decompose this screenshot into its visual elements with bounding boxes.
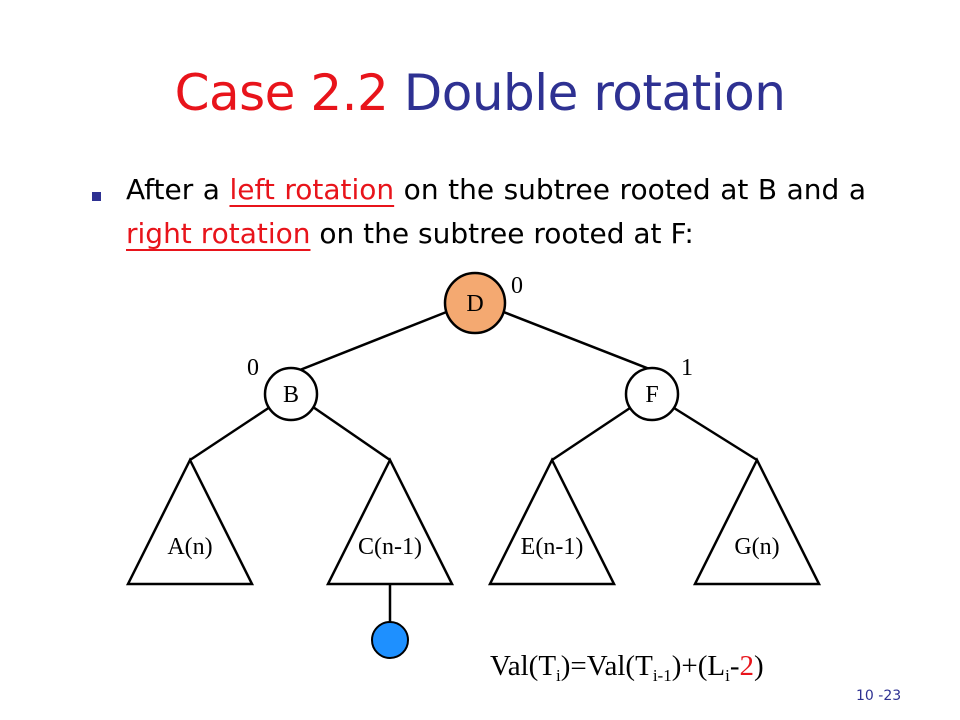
subtree-e-label: E(n-1) [521,534,584,560]
slide-number: 10 -23 [856,688,902,704]
formula-highlight: 2 [739,650,755,682]
formula-part: )+(L [671,650,726,682]
title-prefix: Case 2.2 [174,64,389,122]
subtree-c-triangle [325,457,455,586]
subtree-a-label: A(n) [167,534,212,560]
left-rotation-highlight: left rotation [229,173,395,206]
edge-b-c [312,405,391,462]
edge-f-g [673,406,758,462]
subtree-e-triangle [487,457,617,586]
value-formula: Val(Ti)=Val(Ti-1)+(Li-2) [490,650,764,685]
node-f [624,366,680,422]
bullet-text-part: After a [126,173,230,206]
formula-part: )=Val(T [560,650,653,682]
title-main: Double rotation [403,64,786,122]
right-rotation-highlight: right rotation [126,217,311,250]
node-f-balance: 1 [681,355,693,381]
formula-sub: i-1 [652,666,672,685]
node-d [443,271,507,335]
formula-part: ) [754,650,764,682]
bullet-text-part: on the subtree rooted at B and a [394,173,866,206]
subtree-triangles [125,457,822,586]
formula-sub: i [725,666,730,685]
edge-f-e [551,406,631,462]
bullet-icon [92,192,101,201]
tree-edges [189,309,758,624]
node-b [263,366,319,422]
slide-title: Case 2.2 Double rotation [0,58,960,128]
formula-part: Val(T [490,650,557,682]
edge-b-a [189,405,271,462]
subtree-a-triangle [125,457,255,586]
subtree-c-label: C(n-1) [358,534,422,560]
node-b-label: B [283,382,299,408]
node-d-balance: 0 [511,273,523,299]
formula-sub: i [556,666,561,685]
edge-d-f [500,309,653,372]
formula-part: - [729,650,740,682]
bullet-text: After a left rotation on the subtree roo… [126,168,866,256]
node-b-balance: 0 [247,355,259,381]
node-d-label: D [466,291,483,317]
subtree-g-label: G(n) [734,534,779,560]
node-f-label: F [645,382,658,408]
subtree-g-triangle [692,457,822,586]
inserted-leaf-node [371,621,409,659]
bullet-text-part: on the subtree rooted at F: [310,217,694,250]
